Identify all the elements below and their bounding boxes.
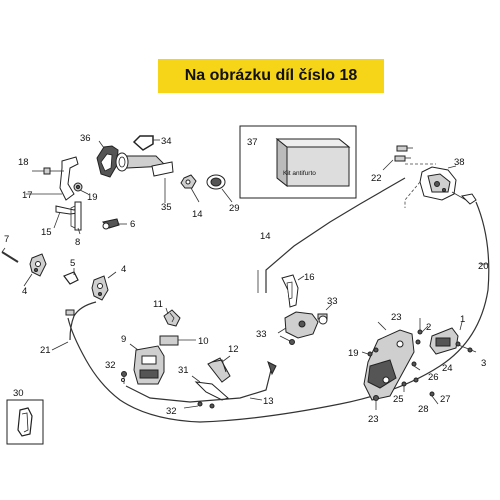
- central-latch-parts: [121, 307, 196, 385]
- screw-32b: [197, 401, 203, 407]
- callout-21: 21: [40, 345, 51, 356]
- left-hinge-parts: [1, 247, 117, 301]
- callout-2: 2: [426, 322, 431, 333]
- kit-label: Kit antifurto: [283, 170, 316, 177]
- callout-11: 11: [153, 299, 163, 310]
- cables: [67, 177, 490, 423]
- callout-23-upper: 23: [391, 312, 402, 323]
- callout-10: 10: [198, 336, 209, 347]
- actuator-assembly: [361, 318, 477, 410]
- callout-22: 22: [371, 173, 382, 184]
- callout-33-right: 33: [327, 296, 338, 307]
- callout-5: 5: [70, 258, 75, 269]
- part-30-frame: [6, 399, 44, 445]
- callout-38: 38: [454, 157, 465, 168]
- screw-22a: [396, 145, 408, 152]
- lever-31: [194, 381, 229, 401]
- callout-4-right: 4: [121, 264, 126, 275]
- callout-25: 25: [393, 394, 404, 405]
- screw-32a: [121, 371, 127, 377]
- cable-20: [67, 201, 490, 423]
- latch-lever-assembly: [26, 156, 127, 235]
- part-30-box: [6, 399, 44, 445]
- callout-4-left: 4: [22, 286, 27, 297]
- callout-14-cable: 14: [260, 231, 271, 242]
- callout-35: 35: [161, 202, 172, 213]
- callout-6: 6: [130, 219, 135, 230]
- clip-10: [159, 335, 179, 346]
- part-number-banner: Na obrázku díl číslo 18: [158, 59, 384, 93]
- callout-27: 27: [440, 394, 451, 405]
- callout-7: 7: [4, 234, 9, 245]
- callout-18: 18: [18, 157, 29, 168]
- spring-clip-34: [132, 135, 154, 151]
- callout-17: 17: [22, 190, 33, 201]
- callout-9: 9: [121, 334, 126, 345]
- callout-34: 34: [161, 136, 172, 147]
- lock-cylinder-assembly: [96, 135, 174, 203]
- spring-5: [63, 271, 79, 285]
- screw-19-right: [367, 351, 373, 357]
- callout-26: 26: [428, 372, 439, 383]
- callout-19-right: 19: [348, 348, 359, 359]
- callout-30: 30: [13, 388, 24, 399]
- seat-lock-assembly: [382, 145, 477, 208]
- callout-37: 37: [247, 137, 258, 148]
- cable-13: [125, 365, 273, 403]
- callout-labels: 36 34 18 17 19 15 8 6 35 14 29 14 38 22 …: [4, 133, 489, 425]
- callout-8: 8: [75, 237, 80, 248]
- seal-30: [17, 407, 33, 437]
- screw-23b: [373, 395, 379, 401]
- bracket-8: [74, 201, 82, 231]
- release-lever-assembly: [277, 274, 333, 345]
- callout-33-left: 33: [256, 329, 267, 340]
- callout-3: 3: [481, 358, 486, 369]
- callout-1: 1: [460, 314, 465, 325]
- cable-13-group: [125, 355, 277, 409]
- cable-14: [265, 177, 406, 293]
- callout-20: 20: [478, 261, 489, 272]
- callout-36: 36: [80, 133, 91, 144]
- callout-13: 13: [263, 396, 274, 407]
- screw-22b: [394, 155, 406, 162]
- callout-14-upper: 14: [192, 209, 203, 220]
- spring-12: [207, 357, 231, 383]
- lock-shaft-35: [151, 161, 174, 177]
- callout-16: 16: [304, 272, 315, 283]
- callout-12: 12: [228, 344, 239, 355]
- banner-text: Na obrázku díl číslo 18: [184, 67, 358, 84]
- bushing-and-washer: [180, 174, 233, 203]
- cable-21-group: [51, 301, 97, 351]
- callout-32-bottom: 32: [166, 406, 177, 417]
- callout-32-left: 32: [105, 360, 116, 371]
- callout-29: 29: [229, 203, 240, 214]
- callout-31: 31: [178, 365, 189, 376]
- bracket-11: [163, 309, 181, 327]
- callout-19-left: 19: [87, 192, 98, 203]
- callout-15: 15: [41, 227, 52, 238]
- callout-28: 28: [418, 404, 429, 415]
- callout-23-lower: 23: [368, 414, 379, 425]
- kit-antifurto-box: 37 Kit antifurto: [239, 125, 357, 199]
- callout-24: 24: [442, 363, 453, 374]
- cable-21: [69, 301, 97, 341]
